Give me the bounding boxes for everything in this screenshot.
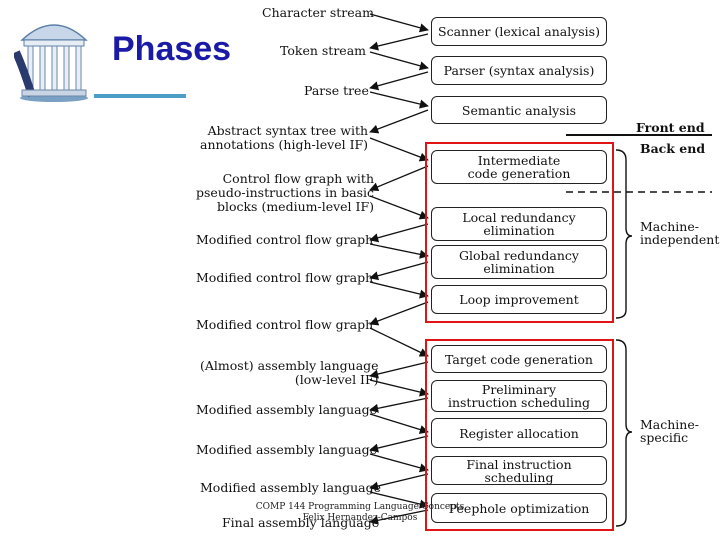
stream-label-modified-asm-2: Modified assembly language: [196, 442, 378, 457]
stream-label-parse-tree: Parse tree: [304, 83, 369, 98]
footer-course: COMP 144 Programming Language Concepts: [255, 502, 465, 512]
phase-intermediate-code-generation: Intermediate code generation: [431, 150, 607, 184]
old-well-logo: [14, 24, 88, 102]
phase-peephole-optimization: Peephole optimization: [431, 493, 607, 523]
phase-local-redundancy-elimination: Local redundancy elimination: [431, 207, 607, 241]
stream-label-ast: Abstract syntax tree with annotations (h…: [200, 123, 369, 152]
stream-label-modified-cfg-1: Modified control flow graph: [196, 232, 374, 247]
stream-label-modified-cfg-2: Modified control flow graph: [196, 270, 374, 285]
phase-final-instruction-scheduling: Final instruction scheduling: [431, 456, 607, 485]
phase-target-code-generation: Target code generation: [431, 345, 607, 373]
machine-independent-highlight: [425, 142, 614, 323]
machine-specific-label: Machine- specific: [640, 417, 699, 445]
phase-parser: Parser (syntax analysis): [431, 56, 607, 85]
machine-specific-highlight: [425, 339, 614, 531]
phase-semantic-analysis: Semantic analysis: [431, 96, 607, 124]
phase-register-allocation: Register allocation: [431, 418, 607, 448]
machine-independent-label: Machine- independent: [640, 219, 720, 247]
stream-label-cfg: Control flow graph with pseudo-instructi…: [196, 171, 375, 214]
stream-label-modified-cfg-3: Modified control flow graph: [196, 317, 374, 332]
phase-preliminary-instruction-scheduling: Preliminary instruction scheduling: [431, 380, 607, 412]
footer-author: Felix Hernandez-Campos: [302, 513, 418, 523]
stream-label-token: Token stream: [280, 43, 367, 58]
back-end-label: Back end: [640, 141, 706, 156]
slide-title: Phases: [112, 30, 232, 68]
slide-footer: COMP 144 Programming Language Concepts F…: [240, 502, 480, 524]
stream-label-modified-asm-3: Modified assembly language: [200, 480, 382, 495]
phase-global-redundancy-elimination: Global redundancy elimination: [431, 245, 607, 279]
front-end-label: Front end: [636, 120, 705, 135]
title-underline: [94, 94, 186, 98]
phase-scanner: Scanner (lexical analysis): [431, 17, 607, 46]
stream-label-modified-asm-1: Modified assembly language: [196, 402, 378, 417]
stream-label-assembly: (Almost) assembly language (low-level IF…: [200, 358, 379, 387]
stream-label-character: Character stream: [262, 5, 374, 20]
stream-label-final-asm: Final assembly language: [222, 515, 380, 530]
phase-loop-improvement: Loop improvement: [431, 285, 607, 314]
